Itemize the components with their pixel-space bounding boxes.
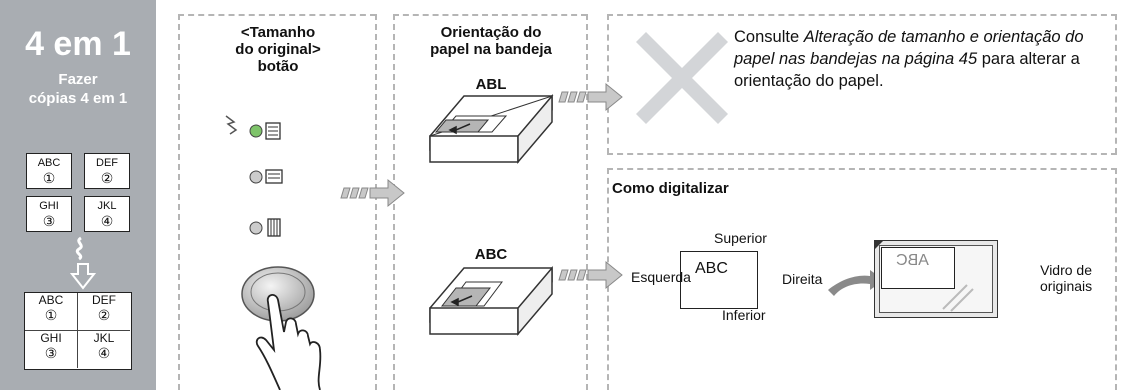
label-left: Esquerda [631, 269, 691, 285]
combined-cell-1-text: ABC [38, 293, 64, 307]
panel-subtitle: Fazer cópias 4 em 1 [0, 70, 156, 108]
button-heading-line2: do original> [235, 41, 321, 58]
glass-label: Vidro de originais [1040, 262, 1092, 294]
arrow-right-icon [558, 260, 623, 290]
button-heading-line3: botão [257, 58, 299, 75]
instruction-suffix: para alterar a orientação do papel. [734, 50, 1080, 90]
page-4: JKL ④ [84, 196, 130, 232]
active-indicator-icon [225, 115, 281, 140]
arrow-right-icon [340, 178, 405, 208]
divider [586, 14, 588, 390]
tray-column-heading: Orientação do papel na bandeja [395, 24, 587, 58]
scan-section-title: Como digitalizar [612, 180, 729, 197]
combined-cell-3: GHI ③ [25, 331, 78, 368]
glass-label-line1: Vidro de [1040, 262, 1093, 278]
label-bottom: Inferior [722, 307, 766, 323]
page-4-num: ④ [100, 213, 114, 229]
combined-cell-1-num: ① [44, 307, 58, 323]
tray-heading-line2: papel na bandeja [430, 41, 552, 58]
button-heading-line1: <Tamanho [240, 24, 316, 41]
divider [393, 14, 395, 390]
combined-cell-4-text: JKL [93, 331, 115, 345]
combined-cell-1: ABC ① [25, 293, 78, 331]
document-glass: ABC [874, 240, 998, 318]
page-2-num: ② [100, 170, 114, 186]
panel-title: 4 em 1 [25, 25, 131, 63]
divider [178, 14, 376, 16]
instruction-reference[interactable]: Alteração de tamanho e orientação do pap… [734, 28, 1084, 68]
page-2-text: DEF [96, 157, 118, 169]
button-column-heading: <Tamanho do original> botão [180, 24, 376, 75]
instruction-text: Consulte Alteração de tamanho e orientaç… [734, 26, 1094, 92]
divider [375, 14, 377, 390]
landscape-size-indicator-icon [249, 169, 283, 184]
glass-label-line2: originais [1040, 278, 1093, 294]
divider [607, 168, 1117, 170]
combined-cell-3-num: ③ [44, 345, 58, 361]
cross-icon [636, 32, 728, 124]
divider [607, 14, 1117, 16]
page-1: ABC ① [26, 153, 72, 189]
page-3: GHI ③ [26, 196, 72, 232]
label-top: Superior [714, 230, 767, 246]
tray-heading-line1: Orientação do [440, 24, 542, 41]
combined-cell-4-num: ④ [97, 345, 111, 361]
divider [607, 153, 1117, 155]
combined-page: ABC ① DEF ② GHI ③ JKL ④ [24, 292, 132, 370]
page-1-num: ① [42, 170, 56, 186]
divider [1115, 168, 1117, 390]
label-right: Direita [782, 271, 823, 287]
page-3-text: GHI [39, 200, 59, 212]
combined-cell-2-num: ② [97, 307, 111, 323]
divider [607, 14, 609, 154]
divider [393, 14, 587, 16]
combined-cell-2: DEF ② [78, 293, 130, 331]
original-document: ABC [680, 251, 758, 309]
portrait-size-indicator-icon [249, 218, 281, 237]
original-document-text: ABC [695, 260, 728, 277]
original-size-button[interactable] [236, 262, 336, 390]
tray-bottom-label: ABC [474, 246, 508, 263]
page-4-text: JKL [97, 200, 117, 212]
page-2: DEF ② [84, 153, 130, 189]
down-arrow-icon [70, 236, 96, 290]
paper-tray-landscape-icon [429, 94, 554, 165]
page-1-text: ABC [37, 157, 61, 169]
paper-tray-portrait-icon [429, 266, 553, 337]
curved-arrow-icon [828, 270, 884, 296]
tray-top-label: ABL [475, 76, 507, 93]
combined-cell-4: JKL ④ [78, 331, 130, 368]
divider [1115, 14, 1117, 154]
glass-reflection-icon [875, 241, 974, 312]
panel-subtitle-line2: cópias 4 em 1 [28, 90, 128, 107]
arrow-right-icon [558, 82, 623, 112]
instruction-prefix: Consulte [734, 28, 804, 46]
scanned-document: ABC [881, 247, 955, 289]
combined-cell-2-text: DEF [92, 293, 116, 307]
combined-cell-3-text: GHI [40, 331, 62, 345]
page-3-num: ③ [42, 213, 56, 229]
divider [178, 14, 180, 390]
panel-subtitle-line1: Fazer [58, 71, 98, 88]
